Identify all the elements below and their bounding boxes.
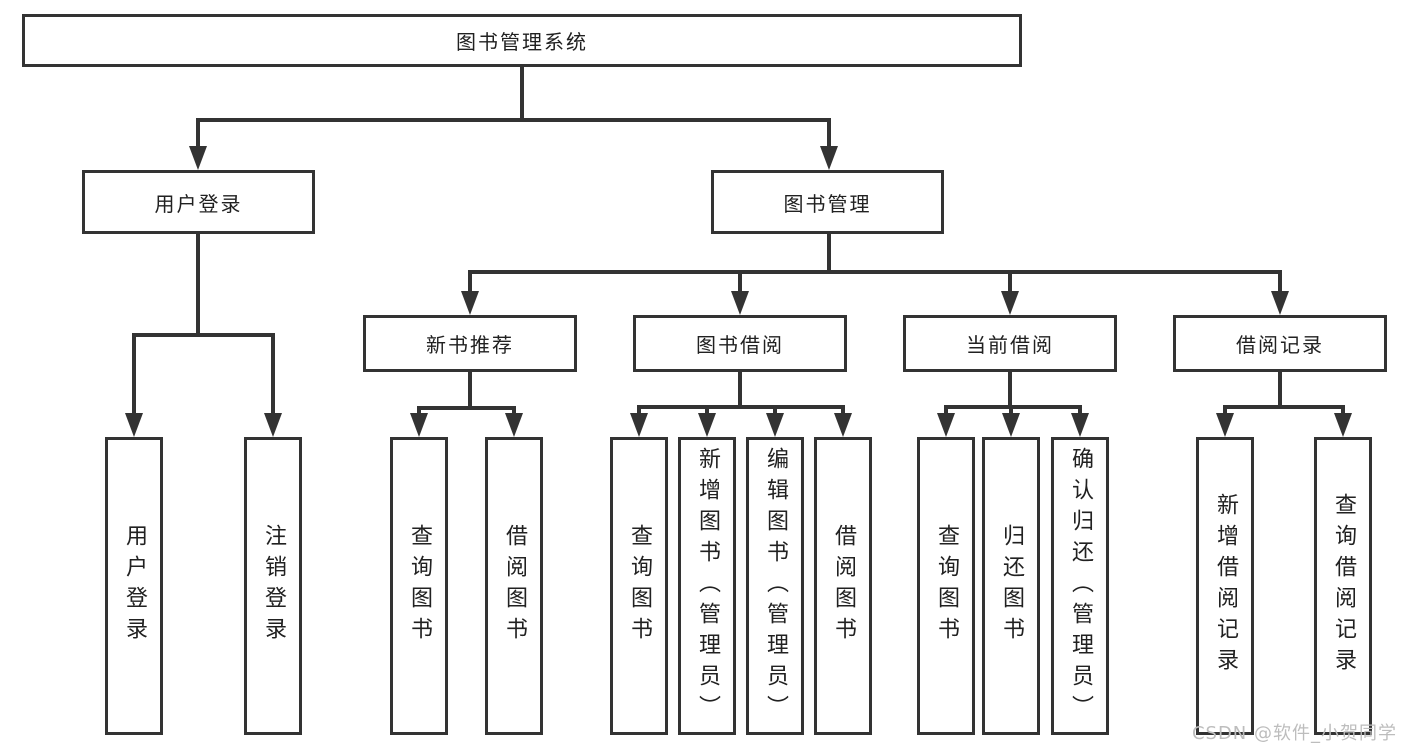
node-book-borrowing: 图书借阅 <box>633 315 847 372</box>
connector-bookmgmt-to-level3 <box>468 234 1282 295</box>
leaf-borrow-books-label: 借阅图书 <box>502 524 527 648</box>
leaf-query-books-under-current-borrowing: 查询图书 <box>917 437 975 735</box>
leaf-edit-book-admin-label: 编辑图书（管理员） <box>763 446 788 726</box>
leaf-return-books-label: 归还图书 <box>999 524 1024 648</box>
leaf-query-books-label: 查询图书 <box>934 524 959 648</box>
leaf-user-login-label: 用户登录 <box>122 524 147 648</box>
node-current-borrowing-label: 当前借阅 <box>966 333 1054 357</box>
leaf-add-borrow-record-label: 新增借阅记录 <box>1213 493 1238 679</box>
node-book-borrowing-label: 图书借阅 <box>696 333 784 357</box>
node-current-borrowing: 当前借阅 <box>903 315 1117 372</box>
leaf-logout-label: 注销登录 <box>261 524 286 648</box>
leaf-query-books-under-recommendation: 查询图书 <box>390 437 448 735</box>
node-borrowing-records-label: 借阅记录 <box>1236 333 1324 357</box>
node-new-book-recommendation: 新书推荐 <box>363 315 577 372</box>
leaf-edit-book-admin: 编辑图书（管理员） <box>746 437 804 735</box>
node-new-book-recommendation-label: 新书推荐 <box>426 333 514 357</box>
leaf-query-books-under-borrowing: 查询图书 <box>610 437 668 735</box>
connector-newbookrec-to-leaves <box>417 372 516 417</box>
node-borrowing-records: 借阅记录 <box>1173 315 1387 372</box>
leaf-query-books-label: 查询图书 <box>407 524 432 648</box>
leaf-borrow-books-under-recommendation: 借阅图书 <box>485 437 543 735</box>
connector-bookborrow-to-leaves <box>637 372 845 417</box>
node-user-login: 用户登录 <box>82 170 315 234</box>
arrowheads <box>125 146 1352 437</box>
node-root-system: 图书管理系统 <box>22 14 1022 67</box>
leaf-confirm-return-admin-label: 确认归还（管理员） <box>1068 446 1093 726</box>
leaf-confirm-return-admin: 确认归还（管理员） <box>1051 437 1109 735</box>
csdn-watermark: CSDN @软件_小贺同学 <box>1191 723 1397 744</box>
leaf-logout: 注销登录 <box>244 437 302 735</box>
node-root-label: 图书管理系统 <box>456 30 588 54</box>
leaf-add-borrow-record: 新增借阅记录 <box>1196 437 1254 735</box>
node-book-management: 图书管理 <box>711 170 944 234</box>
leaf-borrow-books-label: 借阅图书 <box>831 524 856 648</box>
leaf-query-borrow-record: 查询借阅记录 <box>1314 437 1372 735</box>
leaf-return-books: 归还图书 <box>982 437 1040 735</box>
connector-currentborrow-to-leaves <box>944 372 1082 417</box>
leaf-query-borrow-record-label: 查询借阅记录 <box>1331 493 1356 679</box>
connector-root-to-level2 <box>196 67 831 150</box>
leaf-add-book-admin: 新增图书（管理员） <box>678 437 736 735</box>
leaf-user-login: 用户登录 <box>105 437 163 735</box>
connector-userlogin-to-leaves <box>132 234 275 417</box>
leaf-borrow-books-under-book-borrowing: 借阅图书 <box>814 437 872 735</box>
node-book-management-label: 图书管理 <box>783 191 872 216</box>
connector-borrowrecord-to-leaves <box>1223 372 1345 417</box>
leaf-add-book-admin-label: 新增图书（管理员） <box>695 446 720 726</box>
node-user-login-label: 用户登录 <box>154 191 243 216</box>
leaf-query-books-label: 查询图书 <box>627 524 652 648</box>
